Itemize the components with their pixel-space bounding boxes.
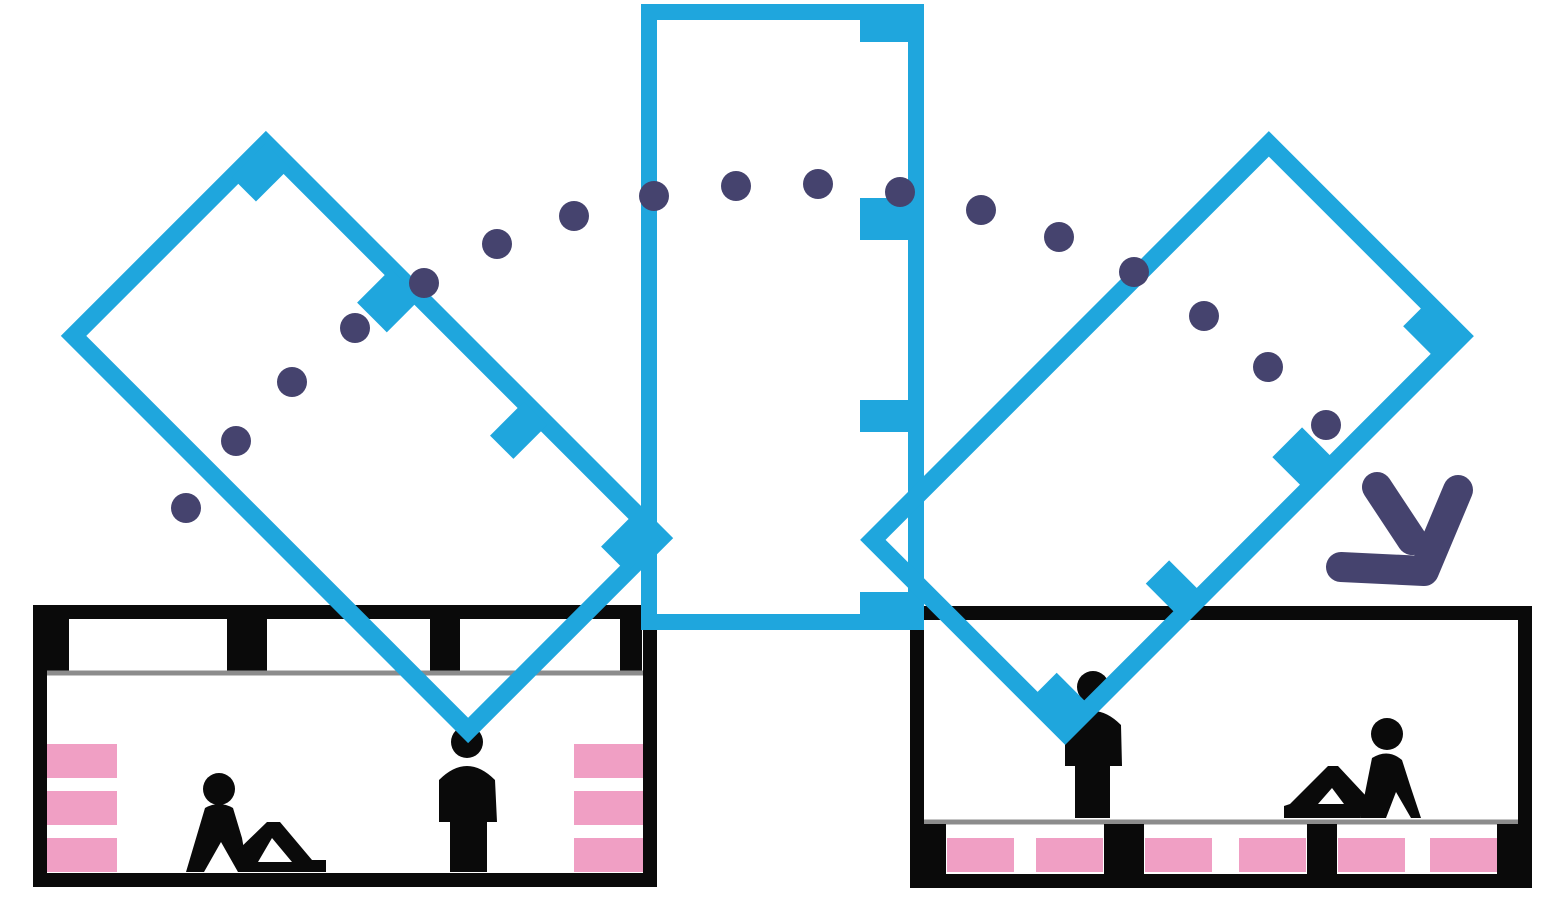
storage-block (1338, 838, 1405, 872)
path-dot (340, 313, 370, 343)
storage-block (574, 838, 643, 872)
person-legs (236, 822, 326, 872)
floor-storage (947, 838, 1497, 872)
person-head (1371, 718, 1403, 750)
module-tabs (1031, 302, 1462, 733)
ceiling-joist (620, 619, 642, 671)
module-tab (1272, 427, 1336, 492)
module-tab (1403, 302, 1462, 361)
path-dot (803, 169, 833, 199)
storage-block (47, 791, 117, 825)
module-outline (641, 4, 924, 630)
person-head (203, 773, 235, 805)
path-dot (171, 493, 201, 523)
person-body (439, 766, 497, 872)
path-dot (1119, 257, 1149, 287)
path-dot (1253, 352, 1283, 382)
wall-storage-right (574, 744, 643, 872)
ceiling-joist (227, 619, 267, 671)
path-dot (1044, 222, 1074, 252)
storage-block (1036, 838, 1103, 872)
path-dot (409, 268, 439, 298)
module-tab (860, 400, 916, 432)
module-tab (231, 143, 290, 202)
person-body (186, 804, 248, 872)
storage-block (947, 838, 1014, 872)
seated-person-icon (186, 773, 326, 872)
floor-joist (1104, 824, 1144, 876)
storage-block (1239, 838, 1306, 872)
floor-joist (1307, 824, 1337, 876)
path-dot (1189, 301, 1219, 331)
module-tabs (231, 143, 661, 573)
path-dot (966, 195, 996, 225)
floor-joist (1497, 824, 1519, 876)
floor-joist (924, 824, 946, 876)
module-tab (490, 401, 548, 459)
module-left-tilted (60, 130, 674, 744)
person-legs (1284, 766, 1366, 818)
module-tab (357, 268, 421, 333)
path-dot (482, 229, 512, 259)
storage-block (47, 838, 117, 872)
path-dot (221, 426, 251, 456)
chevron-arrow-icon (1326, 472, 1473, 586)
person-body (1065, 711, 1122, 818)
ceiling-joist (47, 619, 69, 671)
rotation-path (171, 169, 1341, 523)
person-body (1360, 753, 1421, 818)
module-tab (860, 592, 916, 622)
wall-storage-left (47, 744, 117, 872)
path-dot (721, 171, 751, 201)
storage-block (574, 744, 643, 778)
storage-block (574, 791, 643, 825)
module-tab (1145, 560, 1204, 618)
path-dot (639, 181, 669, 211)
module-right-tilted (860, 131, 1474, 745)
section-right (910, 606, 1532, 888)
module-tab (860, 12, 916, 42)
path-dot (559, 201, 589, 231)
storage-block (47, 744, 117, 778)
ceiling-joist (430, 619, 460, 671)
storage-block (1430, 838, 1497, 872)
module-tab (1031, 672, 1091, 733)
storage-block (1145, 838, 1212, 872)
path-dot (1311, 410, 1341, 440)
seated-person-icon (1284, 718, 1421, 818)
path-dot (885, 177, 915, 207)
section-right-frame (910, 606, 1532, 888)
module-outline (860, 131, 1474, 745)
path-dot (277, 367, 307, 397)
module-outline (60, 130, 674, 744)
